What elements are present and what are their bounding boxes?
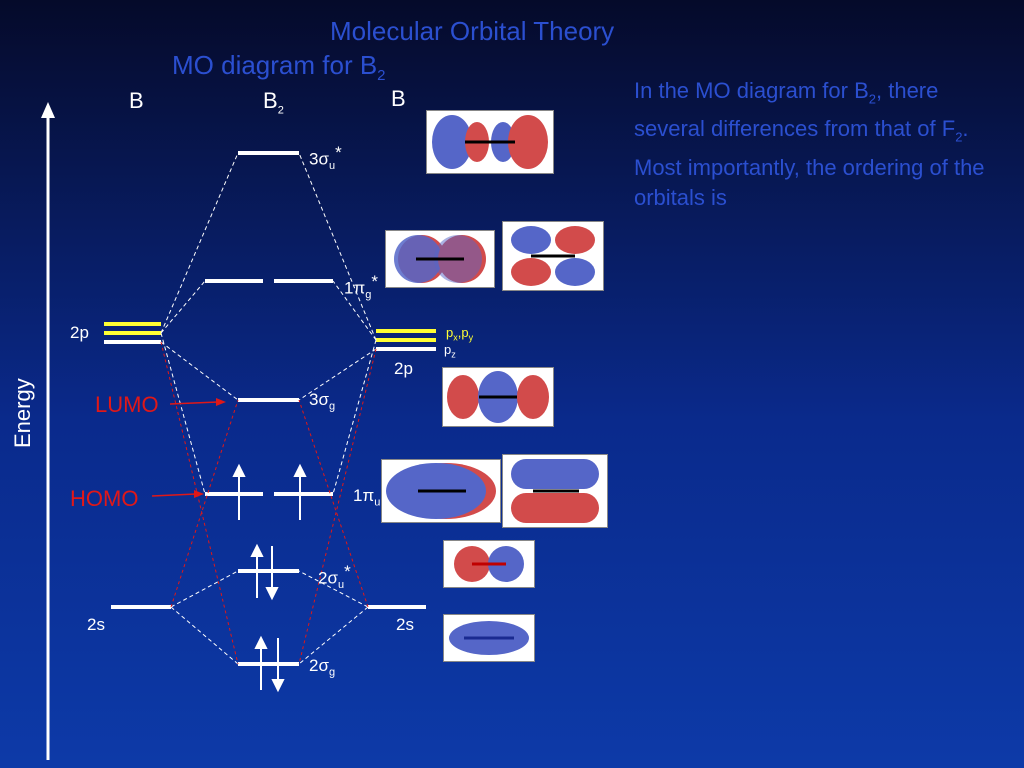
orbital-image-3sg <box>442 367 554 427</box>
mo-1pg-label: 1πg* <box>344 272 378 301</box>
mo-3sg-sub: g <box>328 400 336 413</box>
pz-p: p <box>444 342 452 357</box>
lumo-label: LUMO <box>95 392 159 417</box>
mo-3su-sub: u <box>328 160 336 173</box>
orbital-image-2sg <box>443 614 535 662</box>
orbital-image-2su <box>443 540 535 588</box>
left-2p-label: 2p <box>70 323 89 342</box>
energy-axis-arrowhead <box>41 102 55 118</box>
orbital-2sg-drawing <box>449 621 529 655</box>
orbital-image-1pg-b <box>502 221 604 291</box>
orbital-1pu-b-drawing <box>511 459 599 523</box>
mo-2su-star: * <box>344 562 351 581</box>
left-atom-label: B <box>129 88 144 113</box>
lumo-pointer-line <box>169 401 219 405</box>
mo-2su-label: 2σu* <box>318 562 351 591</box>
orbital-2su-drawing <box>454 546 524 582</box>
mo-3su-label: 3σu* <box>309 143 342 172</box>
mixing-lines <box>160 341 377 665</box>
mo-3su-text: 3σ <box>309 149 329 169</box>
molecule-label-sub: 2 <box>277 104 284 117</box>
paragraph-part-3: . Most importantly, the ordering of the … <box>634 116 985 210</box>
pxpy-p: p <box>446 325 454 340</box>
paragraph-sub-2: 2 <box>955 129 963 145</box>
orbital-1pg-a-drawing <box>394 235 486 283</box>
mo-3sg-label: 3σg <box>309 390 335 412</box>
orbital-image-1pu-b <box>502 454 608 528</box>
correlation-lines <box>160 152 377 665</box>
right-2s-label: 2s <box>396 615 414 634</box>
paragraph-part-2: , there several differences from that of… <box>634 78 956 142</box>
left-2s-label: 2s <box>87 615 105 634</box>
page-subtitle: MO diagram for B2 <box>172 50 386 84</box>
pxpy-comma: ,p <box>457 325 469 340</box>
orbital-image-1pu-a <box>381 459 501 523</box>
pz-label: pz <box>444 342 456 360</box>
orbital-3sg-drawing <box>447 371 549 423</box>
molecule-label: B2 <box>263 88 284 116</box>
mo-2su-sub: u <box>337 579 345 592</box>
orbital-3su-drawing <box>432 115 548 169</box>
mo-2sg-label: 2σg <box>309 656 335 678</box>
pxpy-x: x <box>453 332 458 343</box>
homo-pointer-line <box>151 493 197 497</box>
mo-2sg-text: 2σ <box>309 656 329 675</box>
mo-3su-star: * <box>335 143 342 162</box>
page-title: Molecular Orbital Theory <box>330 16 615 46</box>
mo-1pg-star: * <box>371 272 378 291</box>
explanation-paragraph: In the MO diagram for B2, there several … <box>634 76 994 213</box>
energy-axis-label: Energy <box>10 378 35 448</box>
pxpy-label: px,py <box>446 325 473 343</box>
right-2p-label: 2p <box>394 359 413 378</box>
homo-label: HOMO <box>70 486 139 511</box>
homo-pointer-head <box>194 490 204 498</box>
paragraph-sub-1: 2 <box>868 91 876 107</box>
mo-1pu-sub: u <box>374 496 381 509</box>
mo-2su-text: 2σ <box>318 568 338 588</box>
electrons <box>232 463 307 693</box>
subtitle-subscript: 2 <box>377 67 386 85</box>
right-atom-label: B <box>391 86 406 111</box>
mo-1pu-label: 1πu <box>353 486 380 508</box>
orbital-1pu-a-drawing <box>386 463 496 519</box>
pxpy-y: y <box>468 332 474 343</box>
pz-z: z <box>451 349 456 360</box>
subtitle-text: MO diagram for B <box>172 50 378 80</box>
orbital-1pg-b-drawing <box>511 226 595 286</box>
mo-3sg-text: 3σ <box>309 390 329 409</box>
molecule-label-main: B <box>263 88 278 113</box>
paragraph-part-1: In the MO diagram for B <box>634 78 869 103</box>
orbital-image-1pg-a <box>385 230 495 288</box>
lumo-pointer-head <box>216 398 226 406</box>
mo-1pg-sub: g <box>365 289 372 302</box>
mo-1pg-text: 1π <box>344 278 366 298</box>
mo-1pu-text: 1π <box>353 486 375 505</box>
orbital-image-3su <box>426 110 554 174</box>
mo-2sg-sub: g <box>328 666 336 679</box>
